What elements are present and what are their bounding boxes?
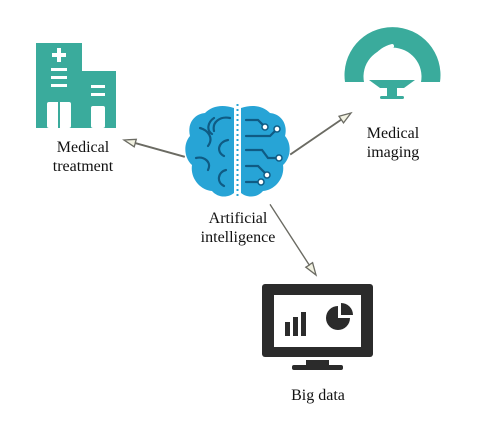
treatment-label: Medical treatment	[40, 138, 126, 176]
ai-label-line1: Artificial	[208, 210, 268, 227]
ai-label-line2: intelligence	[200, 229, 276, 246]
brain-circuit-icon	[185, 104, 290, 198]
imaging-lamp-icon	[344, 27, 441, 99]
treatment-label-line2: treatment	[52, 158, 114, 175]
arrow-to-treatment	[122, 138, 186, 158]
monitor-chart-icon	[262, 284, 373, 370]
arrow-to-imaging	[289, 111, 353, 156]
ai-label: Artificial intelligence	[186, 209, 290, 247]
hospital-icon	[36, 43, 116, 128]
imaging-label-line2: imaging	[366, 144, 420, 161]
imaging-label-line1: Medical	[366, 125, 420, 142]
imaging-label: Medical imaging	[350, 124, 436, 162]
bigdata-label-line1: Big data	[291, 387, 345, 404]
bigdata-label: Big data	[268, 386, 368, 405]
arrow-to-bigdata	[269, 203, 318, 277]
treatment-label-line1: Medical	[56, 139, 110, 156]
